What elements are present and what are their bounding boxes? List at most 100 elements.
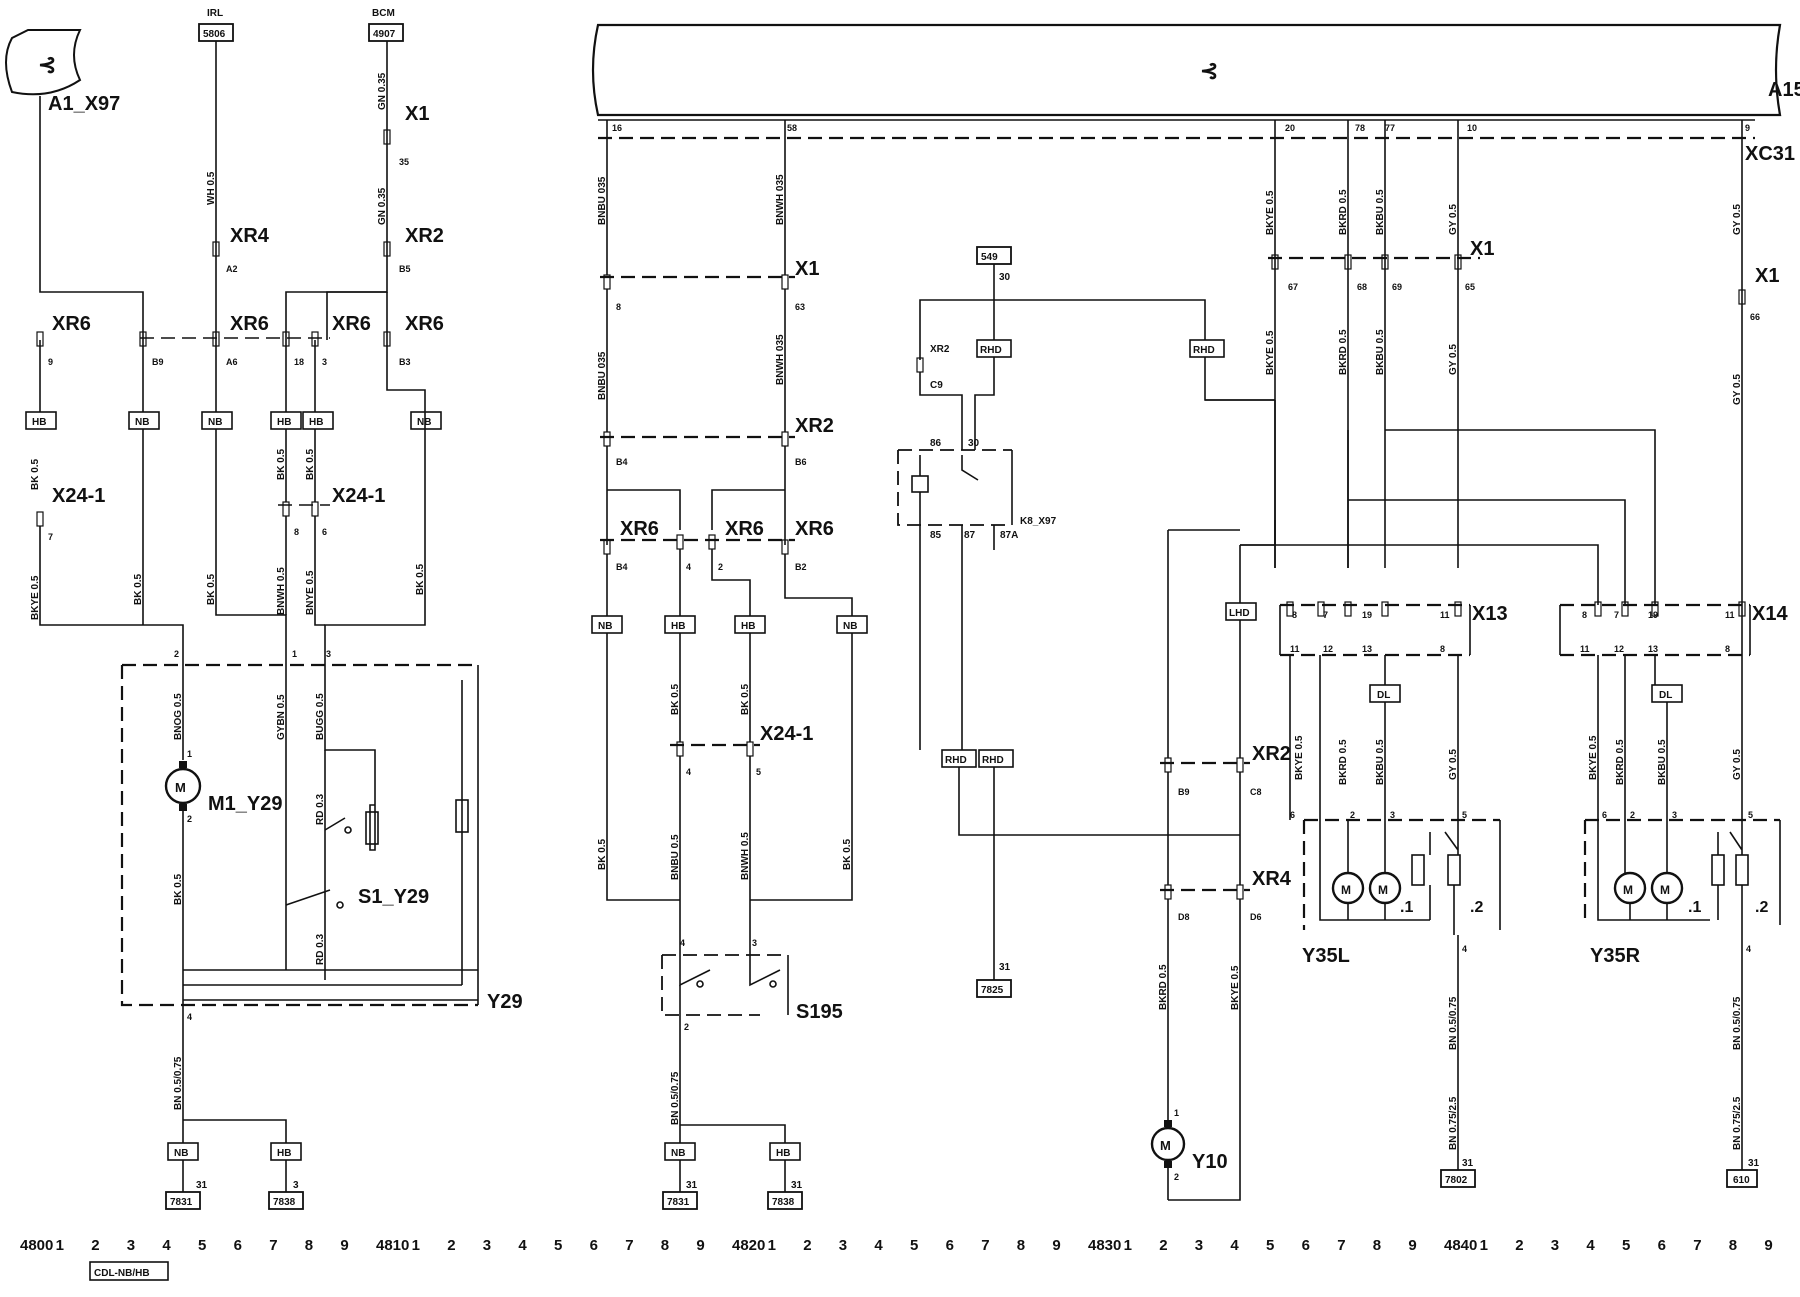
svg-text:A6: A6 [226, 357, 238, 367]
svg-text:NB: NB [671, 1148, 685, 1159]
svg-text:C9: C9 [930, 380, 943, 391]
svg-text:86: 86 [930, 438, 942, 449]
ruler-number: 9 [1052, 1237, 1060, 1254]
ruler-number: 2 [447, 1237, 455, 1254]
svg-text:HB: HB [277, 417, 291, 428]
ruler-number: 8 [305, 1237, 313, 1254]
svg-text:7: 7 [48, 532, 53, 542]
svg-text:M: M [175, 780, 186, 795]
svg-text:11: 11 [1725, 610, 1735, 620]
svg-text:3: 3 [322, 357, 327, 367]
svg-text:BKYE 0.5: BKYE 0.5 [1230, 965, 1241, 1010]
svg-text:BKYE 0.5: BKYE 0.5 [1265, 190, 1276, 235]
svg-text:XR6: XR6 [795, 518, 834, 540]
svg-text:IRL: IRL [207, 8, 223, 19]
svg-text:BN 0.75/2.5: BN 0.75/2.5 [1732, 1096, 1743, 1150]
svg-text:3: 3 [326, 649, 331, 659]
svg-text:XR2: XR2 [1252, 743, 1291, 765]
svg-text:RHD: RHD [945, 755, 967, 766]
tags-left: HB NB NB HB HB NB [25, 411, 442, 430]
svg-text:BNBU 035: BNBU 035 [597, 351, 608, 400]
ruler-number: 5 [910, 1237, 918, 1254]
wirelabels-y35r: BKYE 0.5 BKRD 0.5 BKBU 0.5 GY 0.5 [1588, 735, 1743, 785]
svg-text:M: M [1660, 883, 1670, 897]
svg-text:Y35R: Y35R [1590, 945, 1641, 967]
svg-text:BN 0.5/0.75: BN 0.5/0.75 [670, 1071, 681, 1125]
svg-text:6: 6 [1602, 810, 1607, 820]
svg-text:2: 2 [718, 562, 723, 572]
ruler-number: 1 [412, 1237, 420, 1254]
svg-text:.2: .2 [1755, 899, 1768, 916]
ruler-number: 4840 [1444, 1237, 1477, 1254]
svg-text:7838: 7838 [273, 1197, 296, 1208]
svg-text:X1: X1 [1755, 265, 1779, 287]
svg-text:BNWH 0.5: BNWH 0.5 [276, 567, 287, 615]
svg-text:RHD: RHD [980, 345, 1002, 356]
ruler-number: 3 [1195, 1237, 1203, 1254]
svg-text:RD 0.3: RD 0.3 [315, 793, 326, 825]
svg-text:BK 0.5: BK 0.5 [670, 683, 681, 715]
connectors-left [36, 129, 391, 527]
motor-y35l: M M .1 .2 Y35L [1302, 820, 1483, 967]
motor-m1-y29: M 12 M1_Y29 [164, 660, 283, 824]
svg-text:6: 6 [322, 527, 327, 537]
svg-text:7838: 7838 [772, 1197, 795, 1208]
wirelabels-right: BKYE 0.5 BKRD 0.5 BKBU 0.5 GY 0.5 GY 0.5… [1265, 189, 1743, 405]
svg-text:⊰: ⊰ [1200, 58, 1218, 83]
svg-text:GN 0.35: GN 0.35 [377, 187, 388, 225]
svg-text:78: 78 [1355, 123, 1365, 133]
svg-text:BK 0.5: BK 0.5 [133, 573, 144, 605]
svg-text:XR4: XR4 [230, 225, 270, 247]
tags-middle: NB HB HB NB [591, 615, 868, 634]
ruler-number: 4830 [1088, 1237, 1121, 1254]
svg-text:BKYE 0.5: BKYE 0.5 [1588, 735, 1599, 780]
svg-text:BNBU 035: BNBU 035 [597, 176, 608, 225]
ruler-number: 8 [661, 1237, 669, 1254]
svg-text:3: 3 [293, 1180, 299, 1191]
svg-text:A15: A15 [1768, 79, 1800, 101]
svg-text:NB: NB [843, 621, 857, 632]
motor-y35r: M M .1 .2 Y35R [1590, 820, 1768, 967]
svg-text:GY 0.5: GY 0.5 [1448, 749, 1459, 780]
svg-text:B3: B3 [399, 357, 411, 367]
ruler-number: 7 [625, 1237, 633, 1254]
svg-text:BKYE 0.5: BKYE 0.5 [1265, 330, 1276, 375]
ruler-number: 4810 [376, 1237, 409, 1254]
svg-text:K8_X97: K8_X97 [1020, 516, 1057, 527]
ruler-number: 4 [518, 1237, 527, 1254]
svg-text:4: 4 [1746, 944, 1751, 954]
svg-text:⊰: ⊰ [38, 52, 56, 77]
svg-text:BKBU 0.5: BKBU 0.5 [1375, 329, 1386, 375]
svg-text:BK 0.5: BK 0.5 [30, 458, 41, 490]
svg-text:NB: NB [598, 621, 612, 632]
svg-text:D6: D6 [1250, 912, 1262, 922]
svg-text:BK 0.5: BK 0.5 [173, 873, 184, 905]
wirelabels-y35l: BKYE 0.5 BKRD 0.5 BKBU 0.5 GY 0.5 [1294, 735, 1459, 785]
svg-text:68: 68 [1357, 282, 1367, 292]
svg-text:LHD: LHD [1229, 608, 1250, 619]
svg-text:18: 18 [294, 357, 304, 367]
svg-text:C8: C8 [1250, 787, 1262, 797]
ruler-number: 9 [1764, 1237, 1772, 1254]
ruler-number: 9 [340, 1237, 348, 1254]
svg-text:11: 11 [1440, 610, 1450, 620]
svg-text:XR6: XR6 [405, 313, 444, 335]
ruler-number: 1 [768, 1237, 776, 1254]
svg-text:BK 0.5: BK 0.5 [740, 683, 751, 715]
svg-text:HB: HB [776, 1148, 790, 1159]
svg-text:7831: 7831 [170, 1197, 193, 1208]
svg-text:2: 2 [1174, 1172, 1179, 1182]
svg-text:WH 0.5: WH 0.5 [206, 171, 217, 205]
svg-text:XR6: XR6 [725, 518, 764, 540]
ruler-number: 4 [162, 1237, 171, 1254]
svg-text:8: 8 [1440, 644, 1445, 654]
svg-text:S1_Y29: S1_Y29 [358, 886, 429, 908]
svg-text:2: 2 [187, 814, 192, 824]
svg-text:B9: B9 [1178, 787, 1190, 797]
